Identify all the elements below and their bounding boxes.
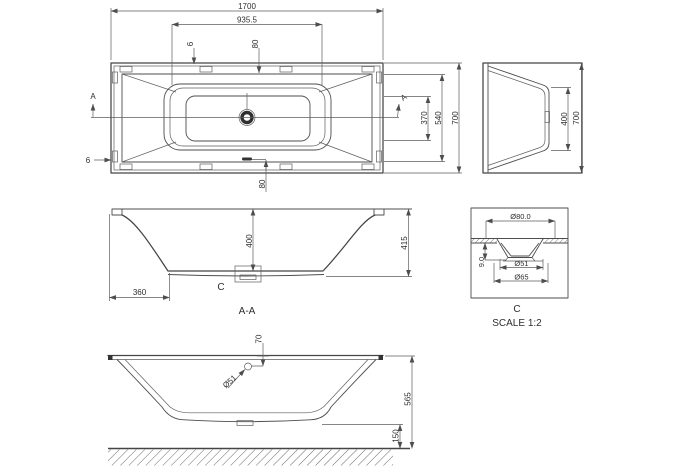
- detail-c-scale-note: SCALE 1:2: [492, 318, 542, 329]
- plan-view: A A 1700 935.5 6 80 6 80 370 540 700: [86, 2, 462, 192]
- side-hole-leader: [227, 369, 246, 389]
- dim-rim-inner-width: 540: [434, 111, 443, 125]
- section-arrow-right: [395, 103, 401, 118]
- side-rim-cap-left: [108, 355, 113, 360]
- end-profile-inner: [487, 70, 546, 166]
- side-profile-inner: [124, 359, 369, 414]
- detail-hatch-left: [471, 239, 497, 243]
- dim-hole-dia: Ø51: [221, 373, 239, 390]
- detail-c-caption: C: [513, 304, 520, 315]
- overflow-hole-circle: [244, 362, 252, 371]
- dim-end-inner-width: 400: [560, 112, 569, 126]
- dim-inner-depth: 400: [245, 234, 254, 248]
- dim-overall-width: 700: [451, 111, 460, 125]
- basin-mid-contour: [169, 87, 326, 147]
- dim-overall-length: 1700: [238, 2, 256, 11]
- corner-transition-lines: [121, 73, 373, 163]
- detail-c-view: Ø80.0 9.0 Ø51 Ø65 C SCALE 1:2: [470, 207, 569, 329]
- dim-outer-dia: Ø80.0: [510, 212, 530, 221]
- section-rim-block-left: [111, 208, 123, 216]
- dim-recess-depth: 9.0: [477, 257, 486, 267]
- basin-top-contour: [163, 83, 332, 151]
- dim-basin-length: 935.5: [237, 16, 258, 25]
- dim-1700-extensions: [110, 8, 384, 60]
- detail-c-callout-box: [234, 265, 262, 283]
- section-aa-caption: A-A: [239, 306, 256, 317]
- section-drain-stub: [239, 274, 257, 280]
- side-profile-outer: [116, 359, 377, 423]
- basin-bottom-contour: [185, 95, 311, 142]
- side-drain-stub: [236, 420, 254, 426]
- section-basin-curve: [121, 214, 376, 272]
- section-marker-a-right: A: [399, 92, 409, 103]
- ground-hatch: [108, 449, 393, 466]
- tub-rim-edge: [113, 65, 381, 171]
- dim-inner-dia: Ø51: [514, 259, 528, 268]
- dim-total-height: 565: [404, 392, 413, 406]
- dim-rim-width-top: 80: [251, 39, 260, 48]
- end-view: 400 700: [482, 62, 584, 174]
- detail-hatch-right: [543, 239, 568, 243]
- dim-hole-offset: 70: [255, 334, 264, 343]
- section-bottom-outer-line: [167, 274, 325, 277]
- dim-935-extensions: [171, 24, 323, 85]
- tub-outer-rect: [110, 62, 384, 174]
- dim-slope-length: 360: [133, 288, 147, 297]
- section-aa-view: C 400 415 360 A-A: [109, 208, 412, 317]
- dim-end-overall-width: 700: [572, 111, 581, 125]
- side-elevation-view: 70 Ø51 565 150: [107, 334, 415, 466]
- end-drain-bump: [544, 111, 550, 123]
- dim-floor-clearance: 150: [392, 429, 401, 443]
- overflow-slot: [242, 157, 252, 161]
- detail-flange-lines: [503, 257, 543, 262]
- dim-basin-width: 370: [420, 111, 429, 125]
- side-rim-cap-right: [378, 355, 383, 360]
- tub-rim-inner-edge: [121, 73, 373, 163]
- end-profile-outer: [487, 65, 550, 171]
- dim-edge-offset-bottom: 6: [86, 156, 91, 165]
- dim-edge-offset-top: 6: [186, 41, 195, 46]
- mounting-pads: [112, 66, 382, 170]
- detail-dim-80-extensions: [485, 221, 556, 238]
- side-dim-70-ticks: [251, 355, 269, 367]
- dim-outer-depth: 415: [400, 236, 409, 250]
- dim-mid-dia: Ø65: [514, 273, 528, 282]
- section-marker-a-left: A: [90, 92, 96, 101]
- section-rim-block-right: [373, 208, 385, 216]
- detail-c-label: C: [217, 282, 224, 293]
- dim-overflow-offset: 80: [258, 179, 267, 188]
- detail-recess-walls: [496, 238, 544, 258]
- detail-border-box: [470, 207, 569, 299]
- dim-right-extensions: [384, 62, 462, 174]
